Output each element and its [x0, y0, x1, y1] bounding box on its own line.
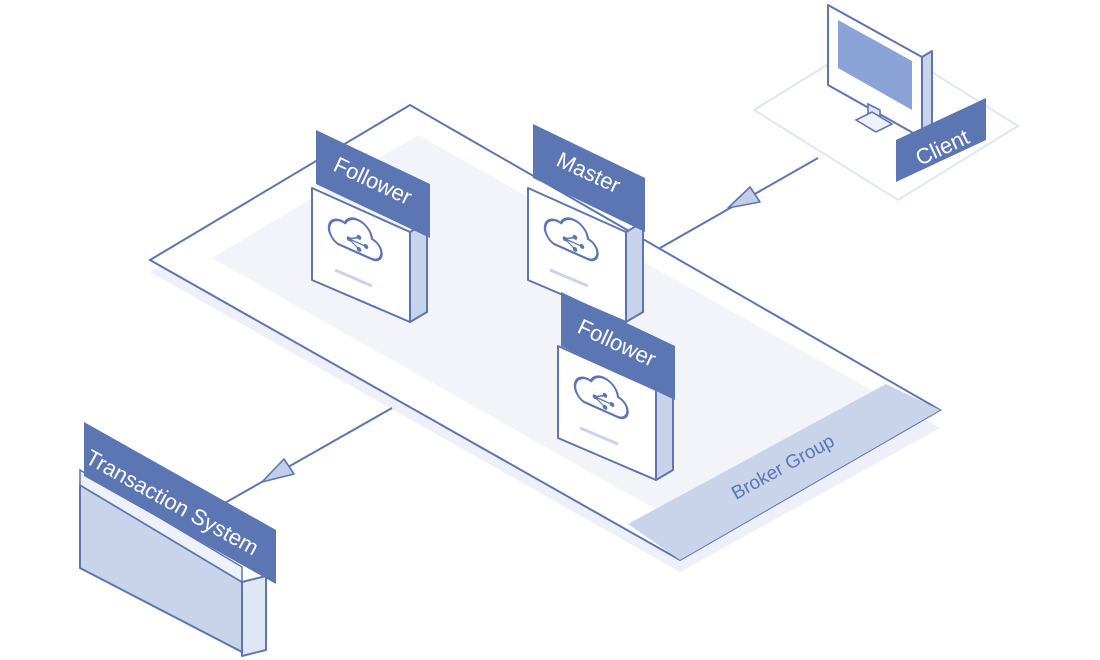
connector-group-transaction: [215, 407, 393, 509]
monitor-screen: [838, 20, 912, 110]
client-label-bg: [896, 98, 986, 182]
follower-left-label-bg: [316, 130, 430, 238]
connector-client-master: [659, 157, 819, 249]
follower-bottom-node[interactable]: Follower: [557, 292, 675, 481]
transaction-system-node[interactable]: Transaction System: [79, 422, 276, 657]
arrowhead: [261, 458, 295, 483]
client-node[interactable]: Client: [752, 4, 1020, 202]
master-label-bg: [533, 124, 645, 232]
arrowhead: [727, 186, 761, 209]
follower-left-node[interactable]: Follower: [311, 130, 430, 323]
group-label-strip: [628, 384, 940, 560]
transaction-system-label-bg: [84, 422, 276, 584]
follower-bottom-label-bg: [561, 292, 675, 400]
